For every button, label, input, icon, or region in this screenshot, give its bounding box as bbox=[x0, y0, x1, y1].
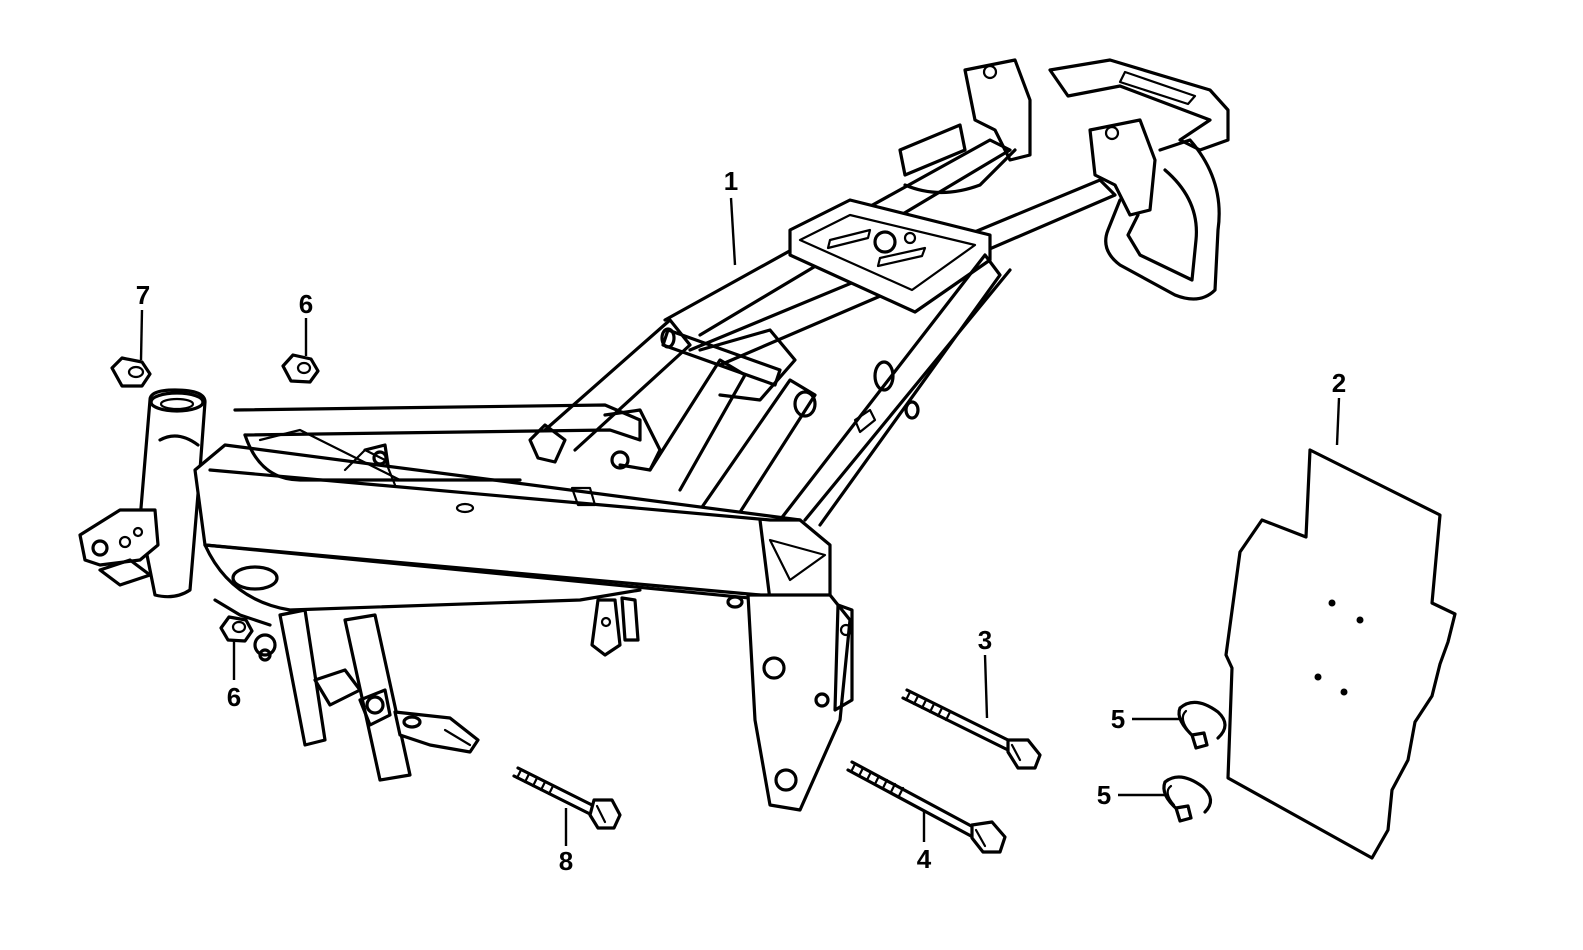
callout-nut-upper: 6 bbox=[299, 289, 313, 319]
callout-short-bolt: 8 bbox=[559, 846, 573, 876]
long-bolt-lower bbox=[846, 760, 1007, 854]
callout-clip-upper: 5 bbox=[1111, 704, 1125, 734]
callout-labels: 1 2 3 4 5 5 6 6 7 8 bbox=[136, 166, 1346, 876]
frame-body bbox=[78, 58, 1230, 812]
callout-long-bolt-upper: 3 bbox=[978, 625, 992, 655]
undertray-plate bbox=[1224, 448, 1457, 860]
short-bolt bbox=[512, 766, 622, 830]
clip-upper bbox=[1177, 700, 1227, 750]
clip-lower bbox=[1162, 775, 1213, 823]
callout-frame: 1 bbox=[724, 166, 738, 196]
leader-lines bbox=[139, 197, 1341, 846]
nut-upper bbox=[281, 353, 320, 384]
nut-lower bbox=[219, 615, 254, 643]
nut-left bbox=[110, 356, 152, 388]
callout-nut-left: 7 bbox=[136, 280, 150, 310]
long-bolt-upper bbox=[901, 688, 1042, 770]
callout-nut-lower: 6 bbox=[227, 682, 241, 712]
callout-clip-lower: 5 bbox=[1097, 780, 1111, 810]
callout-plate: 2 bbox=[1332, 368, 1346, 398]
callout-long-bolt-lower: 4 bbox=[917, 844, 932, 874]
